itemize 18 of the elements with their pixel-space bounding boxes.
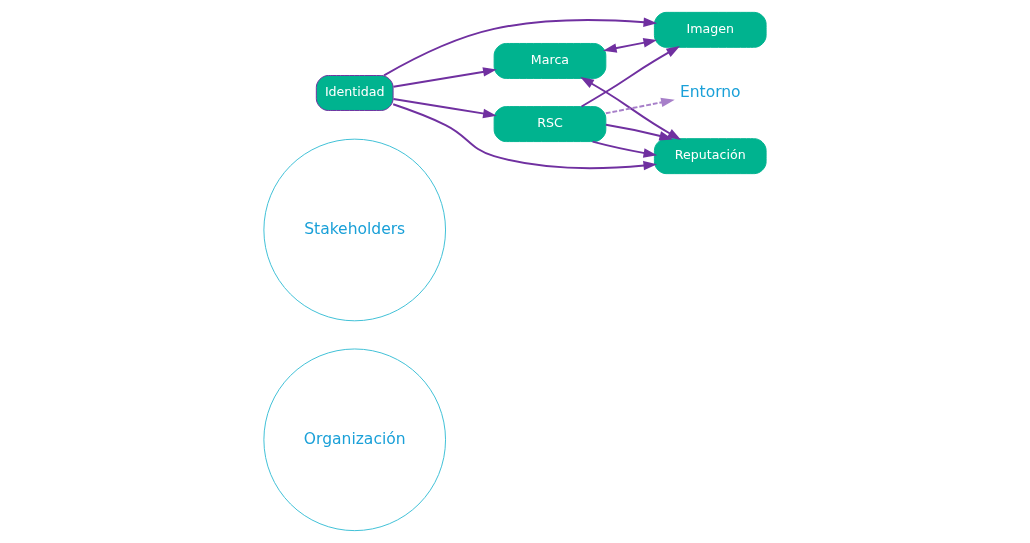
arrow bbox=[603, 38, 658, 53]
arrow bbox=[604, 123, 673, 141]
node-box: Identidad bbox=[315, 75, 394, 111]
node-box: Reputación bbox=[653, 138, 767, 175]
node-box: Imagen bbox=[653, 11, 767, 48]
arrow bbox=[591, 140, 658, 158]
node-text: Entorno bbox=[679, 82, 741, 101]
arrow bbox=[392, 98, 497, 119]
arrow bbox=[392, 103, 658, 171]
arrow bbox=[580, 46, 681, 108]
node-circle: Stakeholders bbox=[263, 138, 447, 322]
arrow bbox=[604, 97, 675, 115]
arrow bbox=[392, 67, 497, 88]
node-box: Marca bbox=[493, 42, 607, 79]
node-circle: Organización bbox=[263, 348, 447, 532]
arrow bbox=[580, 77, 682, 141]
arrow bbox=[383, 17, 658, 77]
node-box: RSC bbox=[493, 106, 607, 143]
